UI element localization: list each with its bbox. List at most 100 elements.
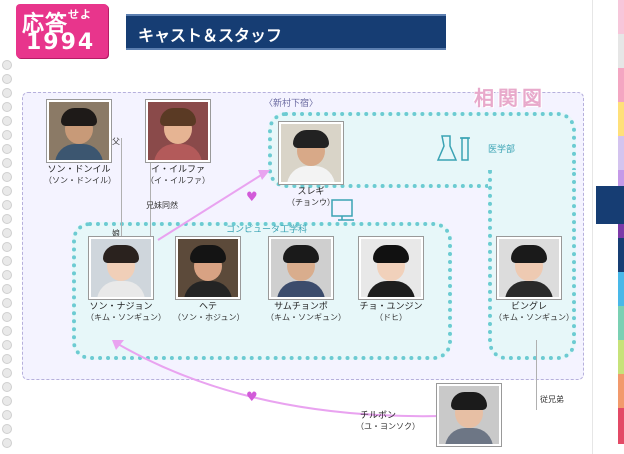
actor-name: （ドヒ） [375,313,407,322]
side-tab-3[interactable] [618,102,624,138]
person-jo-yoon-jin[interactable]: チョ・ユンジン（ドヒ） [356,237,426,323]
portrait-photo [269,237,333,299]
label-shinchon: 〈新村下宿〉 [264,99,319,109]
logo-line2: 1994 [26,30,96,55]
line-father [121,138,122,244]
binding-hole [2,382,12,392]
binding-hole [2,270,12,280]
binding-hole [2,74,12,84]
binding-hole [2,172,12,182]
portrait-photo [89,237,153,299]
binding-hole [2,158,12,168]
person-sam-cheon-po[interactable]: サムチョンポ（キム・ソンギュン） [266,237,346,323]
drama-logo[interactable]: 応答せよ 1994 [16,4,108,58]
label-medicine: 医学部 [488,145,516,155]
side-tab-4[interactable] [618,136,624,172]
side-tab-2[interactable] [618,68,624,104]
character-name: スレギ [297,187,325,197]
arrow-head-najeong [112,340,124,350]
binding-hole [2,284,12,294]
heart-icon-2: ♥ [246,390,258,405]
person-sung-na-jeong[interactable]: ソン・ナジョン（キム・ソンギュン） [86,237,166,323]
logo-line1: 応答せよ [22,8,93,37]
binding-hole [2,186,12,196]
binding-hole [2,228,12,238]
binding-hole [2,200,12,210]
portrait-photo [279,122,343,184]
character-name: ソン・ナジョン [89,302,153,312]
binding-hole [2,214,12,224]
side-tab-11[interactable] [618,374,624,410]
person-sseurejji[interactable]: スレギ（チョンウ） [276,122,346,208]
character-name: ヘテ [198,302,217,312]
actor-name: （ユ・ヨンソク） [356,422,420,431]
rel-father: 父 [112,137,120,146]
character-name: チョ・ユンジン [359,302,423,312]
binding-hole [2,368,12,378]
portrait-photo [146,100,210,162]
chart-title: 相関図 [474,86,546,110]
character-name: ビングレ [510,302,547,312]
side-tabs [616,0,624,454]
binding-hole [2,298,12,308]
side-tab-1[interactable] [618,34,624,70]
actor-name: （チョンウ） [287,198,335,207]
side-tab-9[interactable] [618,306,624,342]
active-side-tab[interactable] [596,186,624,224]
computer-icon [331,199,354,221]
binding-hole [2,256,12,266]
character-name: ソン・ドンイル [47,165,111,175]
arrow-najeong-to-sseurejji [157,171,267,241]
side-tab-8[interactable] [618,272,624,308]
binding-hole [2,102,12,112]
side-tab-10[interactable] [618,340,624,376]
person-sung-dong-il[interactable]: ソン・ドンイル（ソン・ドンイル） [44,100,116,186]
person-lee-il-hwa[interactable]: イ・イルファ（イ・イルファ） [143,100,213,186]
character-name: イ・イルファ [150,165,205,175]
binding-hole [2,354,12,364]
actor-name: （キム・ソンギュン） [266,313,346,322]
actor-name: （キム・ソンギュン） [494,313,574,322]
binding-hole [2,60,12,70]
binding-hole [2,438,12,448]
binding-hole [2,326,12,336]
person-haetae[interactable]: ヘテ（ソン・ホジュン） [173,237,245,323]
notebook-binding [2,60,12,450]
line-brothers [536,340,537,410]
character-name: サムチョンポ [274,302,328,312]
side-tab-0[interactable] [618,0,624,36]
actor-name: （イ・イルファ） [146,176,210,185]
flask-icon [436,135,470,161]
rel-brothers: 従兄弟 [540,395,564,404]
portrait-photo [437,384,501,446]
side-tab-12[interactable] [618,408,624,444]
person-binggrae[interactable]: ビングレ（キム・ソンギュン） [494,237,574,323]
side-tab-7[interactable] [618,238,624,274]
heart-icon-1: ♥ [246,190,258,205]
portrait-photo [47,100,111,162]
rel-daughter: 娘 [112,229,120,238]
person-chilbong[interactable]: チルボン（ユ・ヨンソク） [356,384,504,446]
binding-hole [2,116,12,126]
portrait-photo [359,237,423,299]
binding-hole [2,340,12,350]
actor-name: （ソン・ホジュン） [173,313,245,322]
label-computer: コンピュータ工学科 [226,225,308,235]
line-mother [150,138,151,244]
binding-hole [2,410,12,420]
portrait-photo [176,237,240,299]
section-title-bar: キャスト＆スタッフ [126,14,446,50]
portrait-photo [497,237,561,299]
binding-hole [2,396,12,406]
binding-hole [2,130,12,140]
binding-hole [2,88,12,98]
arrow-head-sseurejji [258,170,270,180]
rel-sibling-like: 兄妹同然 [146,201,178,210]
binding-hole [2,242,12,252]
binding-hole [2,144,12,154]
binding-hole [2,312,12,322]
binding-hole [2,424,12,434]
actor-name: （キム・ソンギュン） [86,313,166,322]
actor-name: （ソン・ドンイル） [44,176,116,185]
